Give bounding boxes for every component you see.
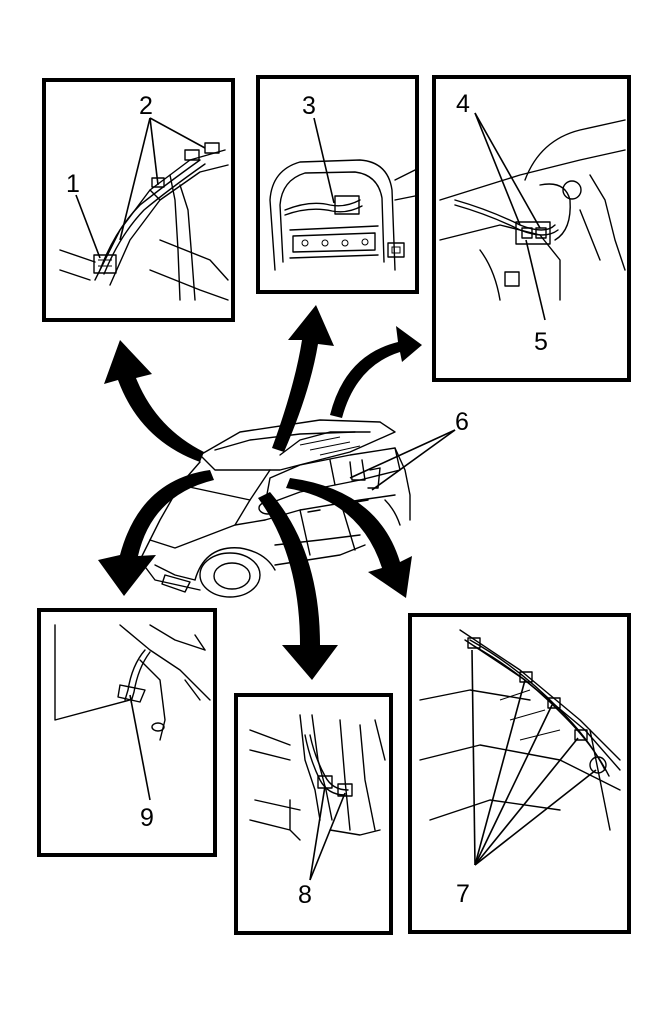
callout-4: 4 [456,90,470,118]
detail-panel-4-5: 4 5 [432,75,631,382]
detail-panel-7: 7 [408,613,631,934]
callout-6: 6 [455,408,469,436]
callout-8: 8 [298,881,312,909]
callout-9: 9 [140,804,154,832]
callout-5: 5 [534,328,548,356]
callout-6-group: 6 [349,408,469,491]
callout-7: 7 [456,880,470,908]
detail-panel-8: 8 [234,693,393,935]
callout-1: 1 [66,170,80,198]
vehicle-illustration [139,419,411,598]
detail-panel-1-2: 1 2 [42,78,235,322]
callout-2: 2 [139,92,153,120]
detail-panel-3: 3 [256,75,419,294]
direction-arrows [98,305,422,680]
detail-panel-9: 9 [37,608,217,857]
callout-3: 3 [302,92,316,120]
